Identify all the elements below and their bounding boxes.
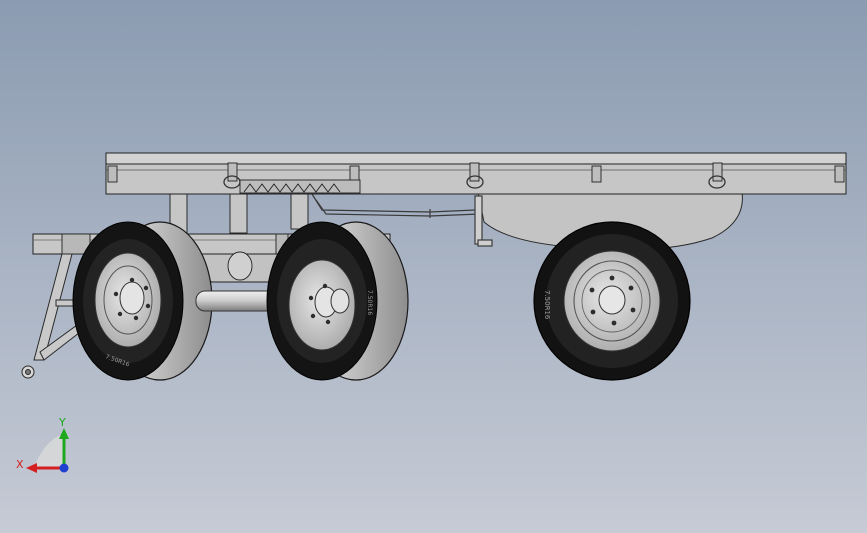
axis-triad[interactable]: Y X bbox=[16, 416, 69, 473]
triad-base-shadow bbox=[34, 434, 64, 468]
support-posts bbox=[169, 192, 309, 236]
front-axle-hub bbox=[330, 288, 350, 314]
front-right-tire-marking: 7.50R16 bbox=[366, 290, 373, 315]
triad-y-arrowhead bbox=[59, 428, 69, 439]
triad-z-axis bbox=[59, 463, 69, 473]
platform-deck bbox=[105, 152, 847, 195]
rear-tire-marking: 7.50R16 bbox=[543, 290, 551, 320]
front-left-wheel: 7.50R16 bbox=[72, 221, 184, 381]
front-right-wheel: 7.50R16 bbox=[266, 221, 378, 381]
triad-y-label: Y bbox=[58, 416, 66, 429]
rear-wheel: 7.50R16 bbox=[533, 221, 691, 381]
drawbar-linkage bbox=[311, 193, 493, 247]
triad-x-label: X bbox=[16, 458, 24, 471]
tow-bar bbox=[21, 253, 89, 379]
triad-x-arrowhead bbox=[26, 463, 37, 473]
